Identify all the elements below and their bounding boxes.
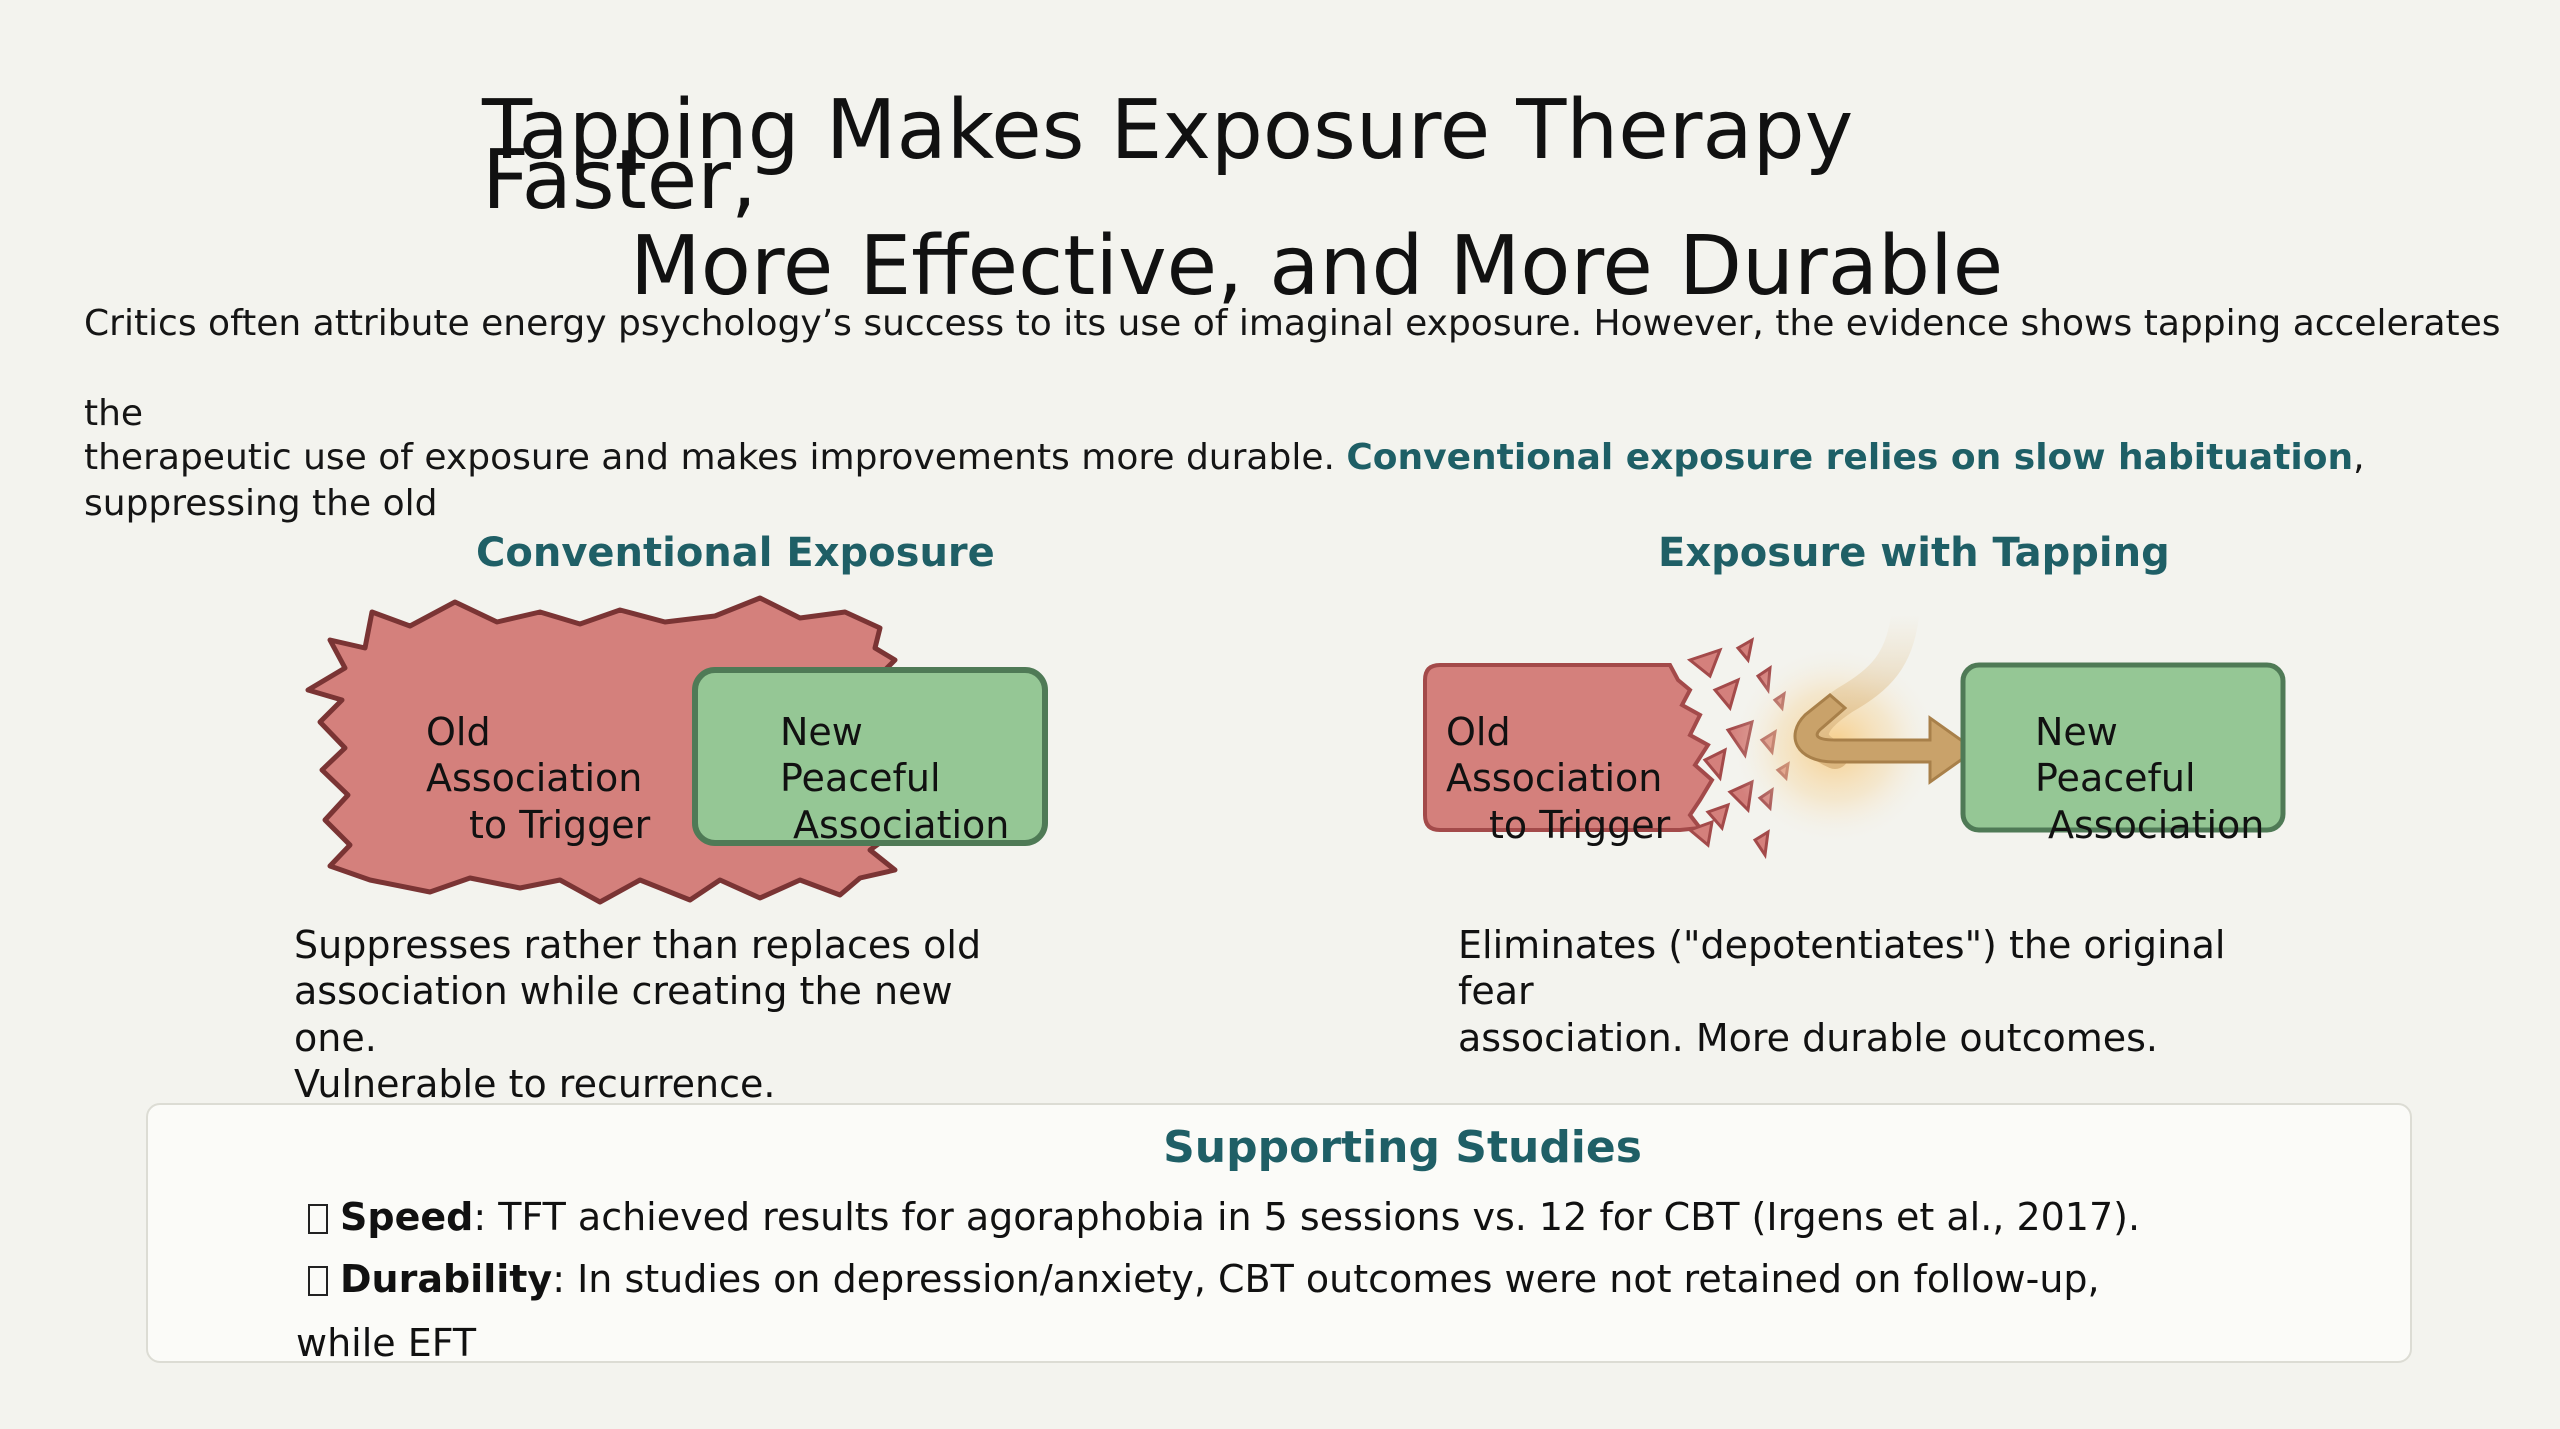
page-title-line-1: Tapping Makes Exposure Therapy (482, 83, 1854, 178)
old-association-box-shattering (1423, 663, 1715, 832)
new-label-line-1-tapping: New (2035, 710, 2118, 754)
intro-line-1: Critics often attribute energy psycholog… (84, 303, 2501, 344)
intro-line-3: therapeutic use of exposure and makes im… (84, 435, 2365, 480)
new-association-box-tapping (1960, 662, 2286, 833)
new-label-line-2: Peaceful (780, 756, 941, 801)
conventional-exposure-heading: Conventional Exposure (476, 530, 995, 576)
old-label-line-3-tapping: to Trigger (1489, 802, 1671, 847)
bullet-icon (308, 1204, 328, 1234)
study-speed: Speed: TFT achieved results for agorapho… (308, 1195, 2140, 1239)
new-association-label-tapping: New Peaceful Association (2035, 709, 2264, 848)
tapping-desc-line-2: fear (1458, 969, 1534, 1014)
new-label-line-3: Association (793, 802, 1010, 847)
intro-line-4: suppressing the old (84, 483, 438, 524)
new-label-line-2-tapping: Peaceful (2035, 756, 2196, 801)
conventional-desc-line-4: Vulnerable to recurrence. (294, 1062, 776, 1107)
new-label-line-1: New (780, 710, 863, 754)
old-label-line-2: Association (426, 756, 643, 801)
page-title-line-1-wrap: Faster, (482, 133, 757, 228)
conventional-desc-line-2: association while creating the new (294, 969, 953, 1014)
old-label-line-1: Old (426, 710, 491, 754)
study-durability: Durability: In studies on depression/anx… (308, 1257, 2100, 1301)
old-association-label-tapping: Old Association to Trigger (1446, 709, 1670, 848)
supporting-studies-panel (146, 1103, 2412, 1363)
new-association-box (692, 667, 1048, 846)
tapping-desc-line-1: Eliminates ("depotentiates") the origina… (1458, 923, 2226, 967)
intro-line-3-text: therapeutic use of exposure and makes im… (84, 437, 1347, 478)
study-speed-text: : TFT achieved results for agoraphobia i… (473, 1195, 2141, 1239)
old-label-line-1-tapping: Old (1446, 710, 1511, 754)
intro-highlight: Conventional exposure relies on slow hab… (1346, 437, 2354, 478)
conventional-desc-line-1: Suppresses rather than replaces old (294, 923, 982, 967)
study-durability-continuation: while EFT (296, 1321, 477, 1365)
old-label-line-2-tapping: Association (1446, 756, 1663, 801)
tapping-description: Eliminates ("depotentiates") the origina… (1458, 922, 2225, 1061)
conventional-desc-line-3: one. (294, 1015, 377, 1060)
new-label-line-3-tapping: Association (2048, 802, 2265, 847)
old-label-line-3: to Trigger (469, 802, 651, 847)
new-association-label: New Peaceful Association (780, 709, 1009, 848)
study-durability-label: Durability (340, 1257, 553, 1301)
study-durability-text: : In studies on depression/anxiety, CBT … (552, 1257, 2100, 1301)
intro-line-2: the (84, 393, 144, 434)
tapping-arrow-icon (1793, 693, 1978, 785)
study-speed-label: Speed (340, 1195, 474, 1239)
conventional-description: Suppresses rather than replaces old asso… (294, 922, 981, 1107)
tapping-exposure-heading: Exposure with Tapping (1658, 530, 2170, 576)
bullet-icon (308, 1266, 328, 1296)
tapping-desc-line-3: association. More durable outcomes. (1458, 1015, 2158, 1060)
page-title-line-2: More Effective, and More Durable (630, 219, 2004, 314)
intro-line-3-end: , (2353, 437, 2365, 478)
old-association-label: Old Association to Trigger (426, 709, 650, 848)
supporting-studies-title: Supporting Studies (1163, 1122, 1642, 1173)
